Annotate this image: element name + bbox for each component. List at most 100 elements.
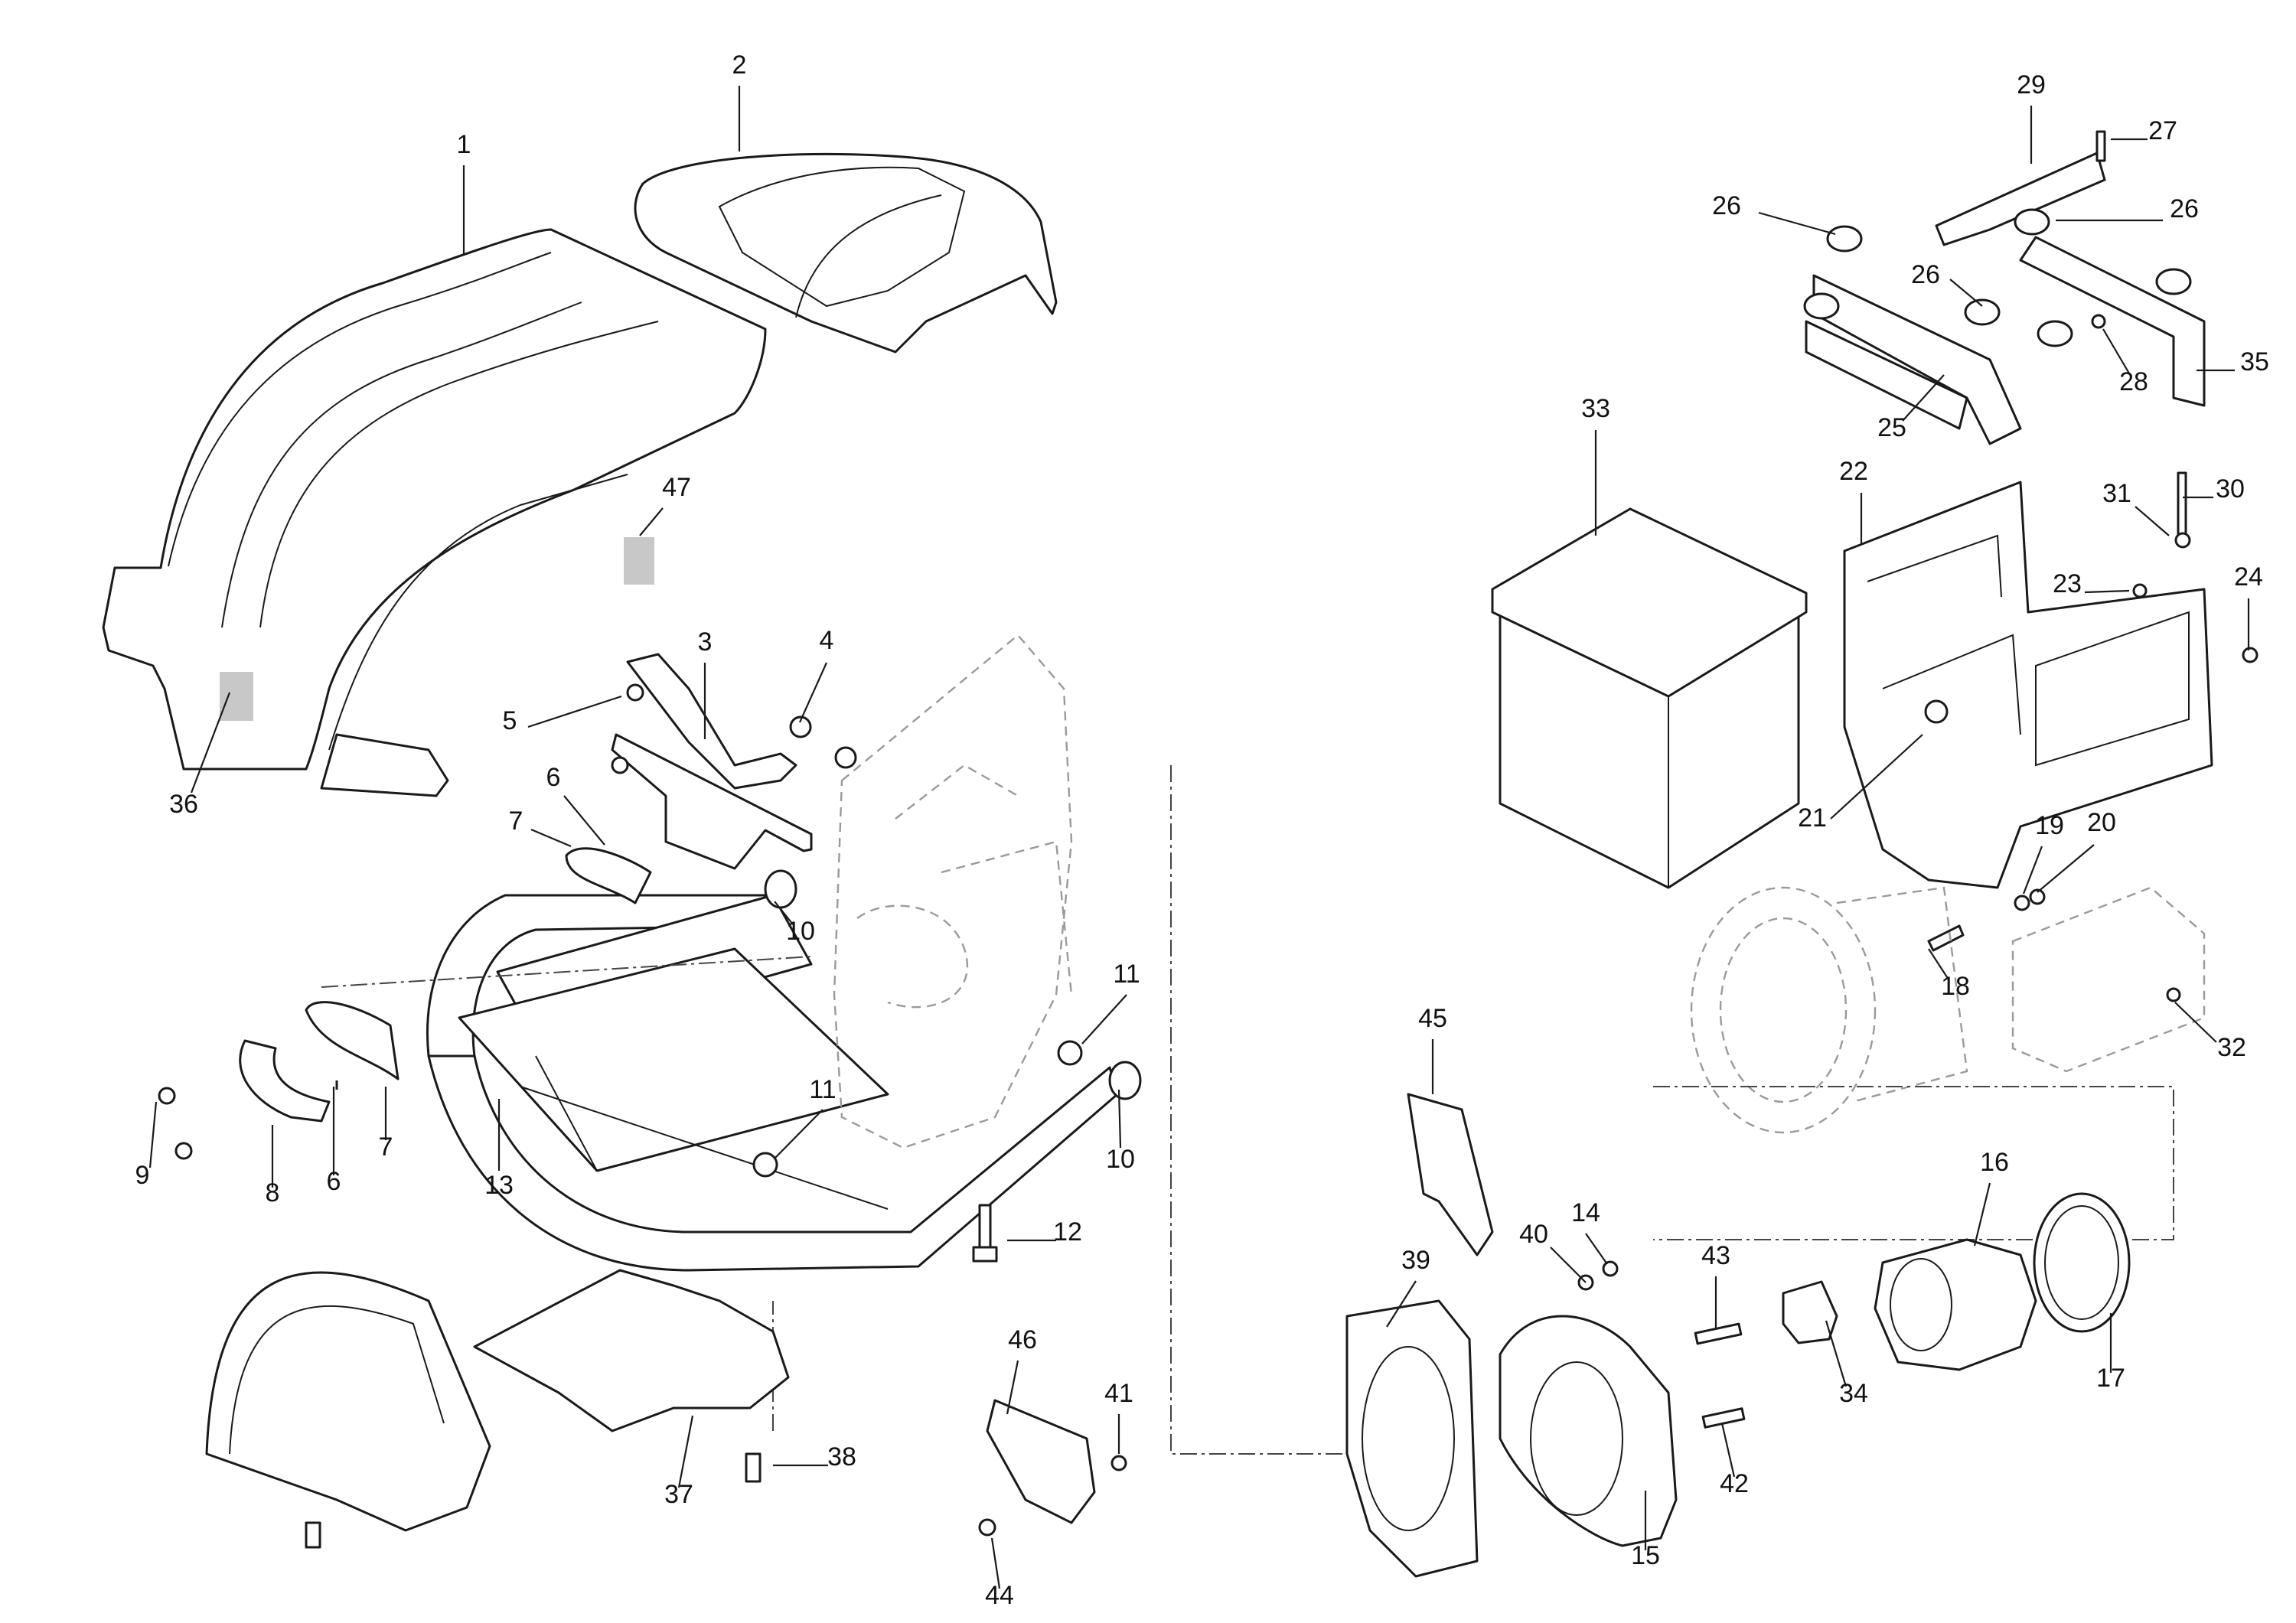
callout-number-c30: 30	[2216, 474, 2245, 504]
nut-4a	[789, 715, 812, 738]
hood-cover	[102, 228, 767, 797]
callout-number-c1: 1	[457, 130, 471, 159]
callout-number-c12: 12	[1053, 1217, 1082, 1247]
washer-19	[2014, 895, 2030, 911]
callout-number-c6b: 6	[327, 1167, 341, 1196]
seat	[634, 152, 1058, 354]
callout-number-c41: 41	[1104, 1379, 1133, 1408]
leader-line-c18	[1928, 948, 1949, 980]
leader-line-c47	[639, 507, 664, 536]
callout-number-c16: 16	[1980, 1148, 2009, 1177]
screw-14	[1602, 1260, 1619, 1277]
grommet-26e	[2014, 208, 2050, 236]
end-cap-10a	[764, 869, 797, 909]
callout-number-c15: 15	[1631, 1541, 1660, 1570]
screw-24	[2242, 647, 2258, 663]
battery-tray	[1843, 471, 2258, 1002]
mounting-bracket	[611, 653, 857, 870]
callout-number-c18: 18	[1941, 972, 1970, 1001]
callout-number-c42: 42	[1720, 1469, 1749, 1498]
bolt-30	[2177, 471, 2187, 536]
callout-number-c27: 27	[2148, 116, 2177, 145]
callout-number-c32: 32	[2217, 1033, 2246, 1062]
leader-line-c20	[2037, 844, 2095, 893]
callout-number-c43: 43	[1701, 1241, 1730, 1270]
callout-number-c21: 21	[1798, 803, 1827, 833]
callout-number-c23: 23	[2053, 569, 2082, 598]
leader-line-c16	[1973, 1182, 1991, 1247]
leader-line-c5	[527, 695, 622, 728]
leader-line-c9	[148, 1101, 158, 1168]
leader-line-c4	[798, 662, 828, 723]
leader-line-c14	[1585, 1233, 1608, 1265]
leader-line-c34	[1825, 1320, 1848, 1387]
callout-number-c35: 35	[2240, 347, 2269, 376]
callout-number-c20: 20	[2087, 808, 2116, 837]
bolt-5a	[626, 683, 644, 702]
screw-27	[2095, 130, 2106, 162]
grommet-26d	[2037, 320, 2073, 347]
leader-line-c21	[1830, 734, 1923, 820]
leader-line-c11a	[1081, 994, 1127, 1045]
screw-9b	[174, 1142, 193, 1160]
cover-ring-17	[2033, 1192, 2131, 1333]
bolt-38	[745, 1452, 762, 1483]
grommet-26a	[1826, 225, 1863, 253]
callout-number-c44: 44	[985, 1581, 1014, 1610]
nut-20	[2029, 888, 2046, 905]
plate-45	[1407, 1093, 1494, 1256]
callout-number-c45: 45	[1418, 1004, 1447, 1033]
leader-line-c32	[2174, 1002, 2217, 1043]
battery	[1491, 507, 1808, 889]
leader-line-c39	[1386, 1280, 1417, 1328]
screw-44-guard	[305, 1521, 321, 1549]
pin-18	[1927, 924, 1965, 952]
callout-number-c17: 17	[2096, 1364, 2125, 1393]
callout-number-c34: 34	[1839, 1379, 1868, 1408]
drive-assembly	[1345, 1093, 2131, 1578]
callout-number-c6a: 6	[546, 763, 561, 792]
bolt-12	[978, 1204, 992, 1251]
callout-number-c13: 13	[484, 1171, 514, 1200]
screw-9a	[158, 1087, 176, 1105]
leader-line-c42	[1720, 1423, 1736, 1478]
callout-number-c10a: 10	[786, 917, 815, 946]
stud-42	[1701, 1407, 1746, 1429]
bracket-46	[986, 1399, 1096, 1524]
callout-number-c10b: 10	[1106, 1145, 1135, 1174]
coupling-34	[1782, 1280, 1838, 1344]
leader-line-c31	[2135, 506, 2170, 536]
leader-line-c28	[2102, 328, 2130, 374]
callout-number-c7b: 7	[379, 1133, 393, 1162]
leader-line-c36	[190, 692, 231, 794]
callout-number-c28: 28	[2119, 367, 2148, 396]
callout-number-c25: 25	[1877, 413, 1906, 442]
callout-number-c7a: 7	[509, 807, 523, 836]
callout-number-c33: 33	[1581, 394, 1610, 423]
leader-line-c19	[2022, 846, 2043, 895]
leader-line-c26c	[1949, 279, 1983, 307]
grommet-26c	[1964, 298, 2001, 326]
leader-line-c23	[2084, 589, 2130, 594]
flange-nut-11a	[1057, 1040, 1083, 1066]
callout-number-c19: 19	[2035, 811, 2064, 840]
stud-43	[1694, 1322, 1743, 1345]
callout-number-c8: 8	[266, 1178, 280, 1207]
grommet-26b	[1803, 292, 1840, 320]
leader-line-c7a	[530, 828, 572, 848]
nut-23	[2132, 583, 2148, 598]
callout-number-c2: 2	[732, 51, 747, 80]
tube-frame	[426, 869, 1142, 1272]
screw-44	[978, 1518, 996, 1537]
leader-line-c11b	[774, 1109, 823, 1159]
callout-number-c40: 40	[1519, 1220, 1548, 1249]
callout-number-c36: 36	[169, 790, 198, 819]
leader-line-c6a	[563, 795, 605, 846]
leader-line-c10b	[1117, 1089, 1122, 1149]
bumper-21	[1924, 699, 1949, 724]
coupling-16	[1874, 1238, 2037, 1371]
nut-4b	[834, 746, 857, 769]
callout-number-c11b: 11	[809, 1075, 836, 1104]
adapter-plate-39	[1345, 1299, 1479, 1578]
